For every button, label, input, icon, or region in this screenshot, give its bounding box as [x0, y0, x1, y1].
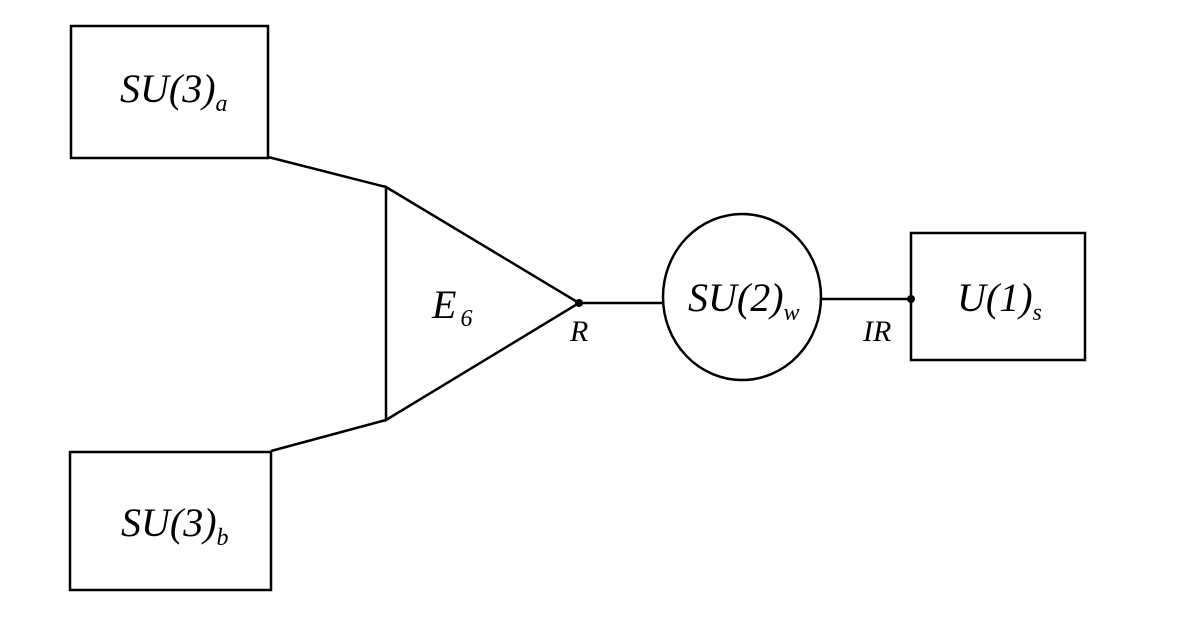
su3b-box	[68, 450, 273, 592]
e6-label-subscript: 6	[460, 306, 472, 332]
su2w-circle	[661, 212, 823, 382]
connector-su3b-e6	[270, 418, 387, 453]
ir-port-label: IR	[862, 315, 891, 348]
u1s-box	[909, 231, 1087, 362]
su3a-label: SU(3)a	[120, 66, 228, 117]
r-port-label: R	[569, 315, 588, 348]
su3a-box	[69, 24, 270, 160]
su3b-label-base: SU(3)	[121, 500, 217, 545]
su3b-label-subscript: b	[217, 525, 229, 551]
su2w-label-base: SU(2)	[688, 275, 784, 320]
u1s-label-subscript: s	[1033, 300, 1042, 326]
su2w-label: SU(2)w	[688, 275, 800, 326]
u1s-label-base: U(1)	[957, 275, 1033, 320]
su3a-label-base: SU(3)	[120, 66, 216, 111]
e6-triangle	[384, 184, 582, 423]
su3a-label-subscript: a	[216, 91, 228, 117]
su3b-label: SU(3)b	[121, 500, 229, 551]
u1s-label: U(1)s	[957, 275, 1042, 326]
e6-label-base: E	[431, 282, 456, 327]
su2w-label-subscript: w	[784, 300, 800, 326]
connector-su3a-e6	[267, 155, 387, 189]
